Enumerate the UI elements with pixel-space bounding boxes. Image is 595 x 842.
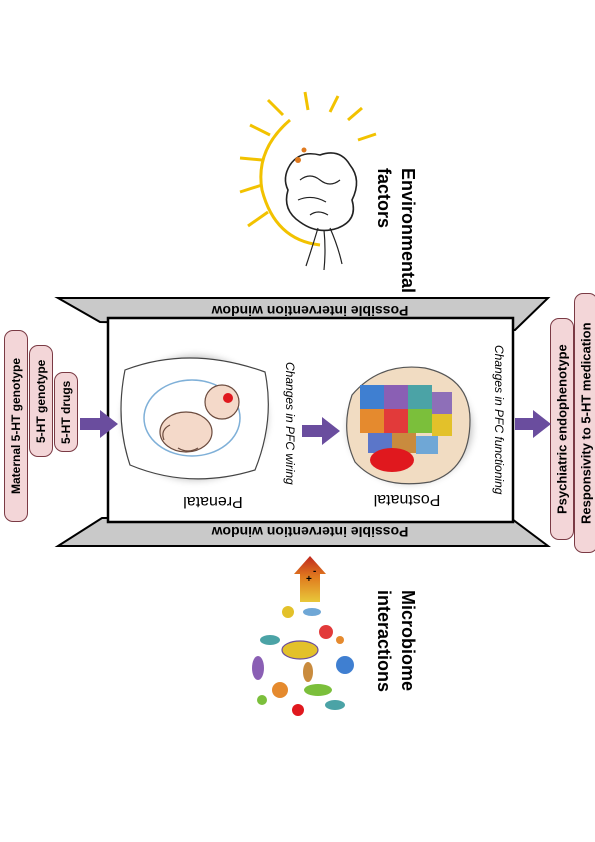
- label-environmental-factors: Environmental factors: [370, 168, 420, 293]
- intervention-label-text: Possible intervention window: [211, 303, 409, 319]
- label-postnatal: Postnatal: [362, 490, 452, 508]
- wiring-text: Changes in PFC wiring: [283, 362, 297, 485]
- middle-arrow: [302, 417, 340, 445]
- intervention-label-text: Possible intervention window: [211, 524, 409, 540]
- brain-icon: [284, 147, 358, 271]
- microbiome-text: Microbiome interactions: [374, 590, 418, 693]
- prenatal-text: Prenatal: [183, 493, 243, 510]
- label-microbiome-interactions: Microbiome interactions: [370, 590, 420, 730]
- postnatal-text: Postnatal: [373, 491, 441, 508]
- fetus-icon: [120, 356, 269, 480]
- microbe-cluster-icon: [238, 603, 362, 727]
- intervention-label-top: Possible intervention window: [100, 300, 520, 322]
- label-prenatal: Prenatal: [168, 492, 258, 510]
- brain-puzzle-icon: [346, 366, 472, 485]
- environmental-text: Environmental factors: [374, 168, 418, 294]
- functioning-text: Changes in PFC functioning: [492, 345, 506, 495]
- intervention-label-bottom: Possible intervention window: [100, 521, 520, 543]
- label-pfc-functioning: Changes in PFC functioning: [492, 320, 506, 520]
- microbiome-arrow: [294, 556, 326, 602]
- sun-icon: [239, 91, 377, 247]
- label-pfc-wiring: Changes in PFC wiring: [283, 336, 297, 511]
- minus-sign: -: [313, 566, 316, 577]
- input-arrow: [80, 410, 118, 438]
- output-arrow: [515, 410, 551, 438]
- plus-sign: +: [306, 574, 312, 585]
